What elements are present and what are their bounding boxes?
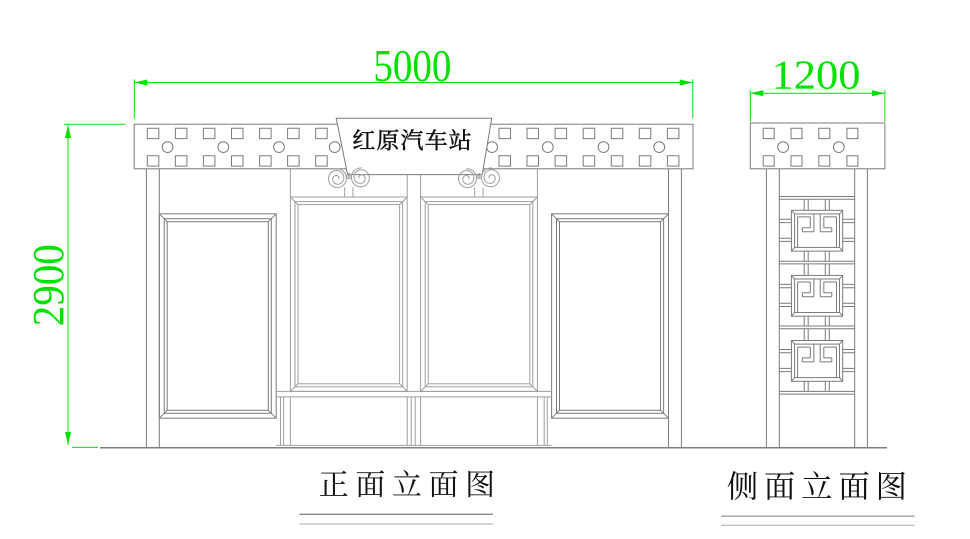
svg-text:1200: 1200 (772, 52, 861, 98)
svg-text:2900: 2900 (24, 244, 73, 326)
svg-text:5000: 5000 (373, 40, 451, 91)
